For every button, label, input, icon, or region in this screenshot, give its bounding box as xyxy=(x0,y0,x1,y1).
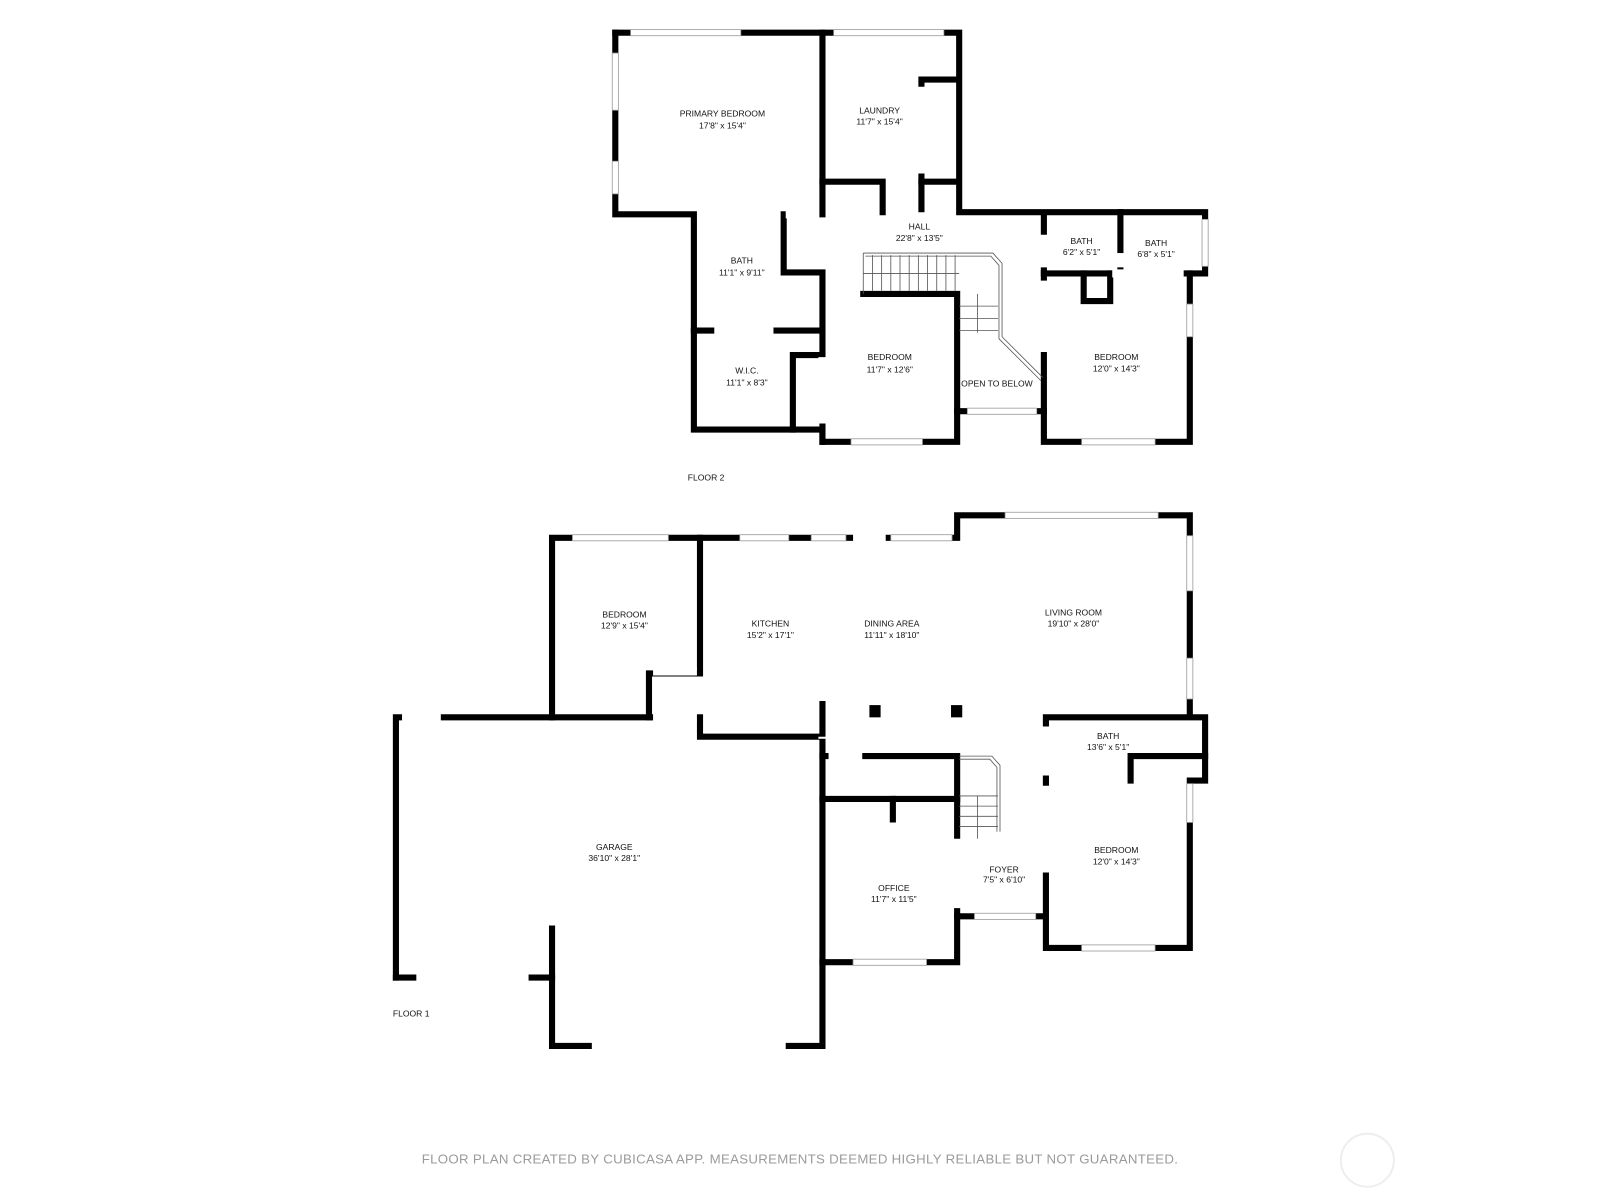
room-size: 12'0" x 14'3" xyxy=(1093,856,1140,866)
room-name: BATH xyxy=(731,255,753,265)
floor-1-labels: BEDROOM 12'9" x 15'4" KITCHEN 15'2" x 17… xyxy=(393,607,1140,1018)
room-size: 12'0" x 14'3" xyxy=(1093,363,1140,373)
room-name: W.I.C. xyxy=(735,365,758,375)
room-name: OPEN TO BELOW xyxy=(961,379,1033,389)
floor-1-staircase xyxy=(959,755,1001,839)
room-size: 7'5" x 6'10" xyxy=(983,875,1025,885)
room-size: 6'2" x 5'1" xyxy=(1063,247,1100,257)
room-size: 17'8" x 15'4" xyxy=(699,121,746,131)
room-size: 19'10" x 28'0" xyxy=(1048,619,1100,629)
room-size: 22'8" x 13'5" xyxy=(896,233,943,243)
room-size: 12'9" x 15'4" xyxy=(601,621,648,631)
room-name: BATH xyxy=(1071,236,1093,246)
floor-1-walls xyxy=(392,512,1209,1049)
floor-1-windows xyxy=(572,511,1194,966)
room-name: LAUNDRY xyxy=(859,105,900,115)
room-size: 11'7" x 12'6" xyxy=(867,364,913,374)
disclaimer-text: FLOOR PLAN CREATED BY CUBICASA APP. MEAS… xyxy=(422,1151,1179,1166)
floor-2-labels: PRIMARY BEDROOM 17'8" x 15'4" LAUNDRY 11… xyxy=(680,105,1175,482)
room-name: HALL xyxy=(909,222,931,232)
room-name: BATH xyxy=(1145,238,1167,248)
floor-label: FLOOR 1 xyxy=(393,1008,430,1018)
room-size: 11'1" x 9'11" xyxy=(719,268,765,278)
room-name: BEDROOM xyxy=(602,609,646,619)
column xyxy=(951,705,963,718)
floor-2-windows xyxy=(611,29,1209,446)
room-size: 15'2" x 17'1" xyxy=(747,630,794,640)
floor-2-openings xyxy=(714,86,1184,424)
room-name: KITCHEN xyxy=(752,619,790,629)
floor-1-openings xyxy=(402,533,1184,1050)
room-size: 13'6" x 5'1" xyxy=(1087,742,1129,752)
room-name: GARAGE xyxy=(596,842,633,852)
watermark-circle-icon xyxy=(1339,1132,1395,1188)
room-size: 6'8" x 5'1" xyxy=(1137,249,1174,259)
room-name: BEDROOM xyxy=(1094,845,1138,855)
room-size: 11'11" x 18'10" xyxy=(864,630,919,640)
column xyxy=(869,705,881,718)
room-name: PRIMARY BEDROOM xyxy=(680,108,765,118)
floor-label: FLOOR 2 xyxy=(688,473,725,483)
room-name: LIVING ROOM xyxy=(1045,607,1102,617)
room-name: BEDROOM xyxy=(868,352,912,362)
room-size: 36'10" x 28'1" xyxy=(588,853,640,863)
floor-2-staircase xyxy=(862,252,1044,381)
room-name: FOYER xyxy=(989,864,1019,874)
room-name: DINING AREA xyxy=(864,619,919,629)
room-size: 11'7" x 15'4" xyxy=(856,116,902,126)
room-name: OFFICE xyxy=(878,883,910,893)
room-size: 11'1" x 8'3" xyxy=(726,378,768,388)
room-size: 11'7" x 11'5" xyxy=(871,894,917,904)
room-name: BATH xyxy=(1097,731,1119,741)
room-name: BEDROOM xyxy=(1094,352,1138,362)
